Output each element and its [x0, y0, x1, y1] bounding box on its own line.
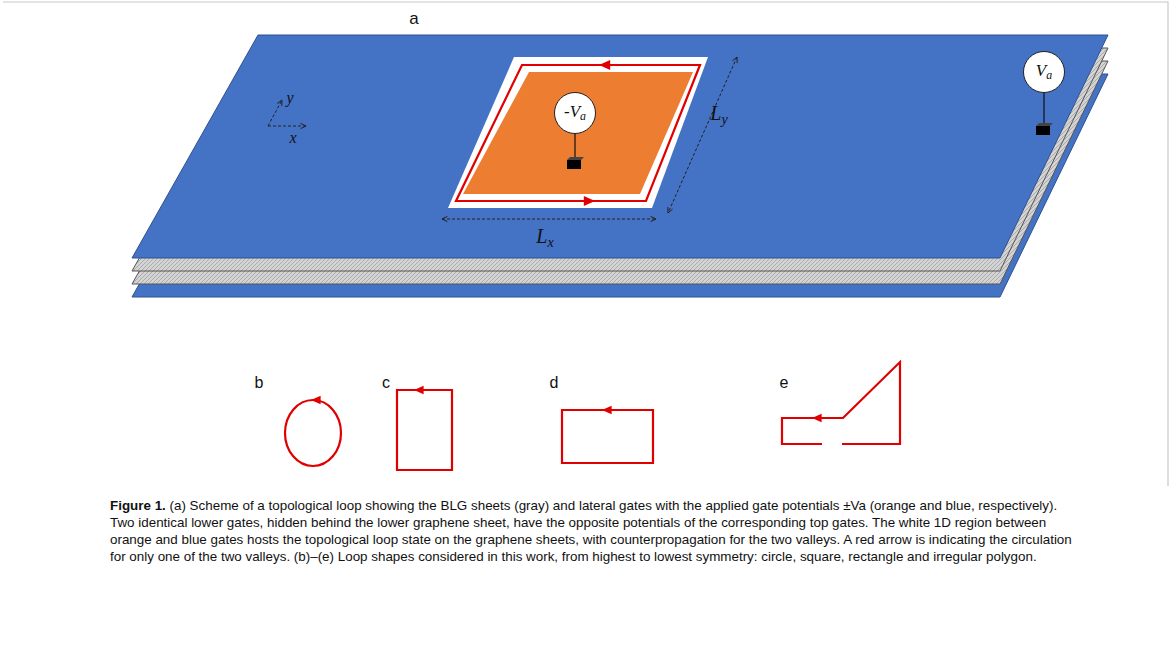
circulation-arrow — [599, 60, 610, 70]
circulation-arrow — [311, 396, 321, 404]
axis-arrow — [301, 123, 306, 128]
dimension-line — [442, 219, 656, 220]
circulation-arrow — [812, 414, 822, 422]
circulation-arrow — [584, 196, 595, 206]
voltage-source: -Va — [554, 92, 596, 134]
square-loop — [397, 390, 452, 470]
panel-letter: a — [409, 10, 418, 27]
circle-loop — [285, 400, 341, 466]
voltage-label: -Va — [564, 102, 586, 124]
dimension-label: Ly — [710, 103, 727, 127]
loop-region — [448, 57, 708, 208]
dimension-arrow — [442, 216, 447, 221]
gate-contact — [1036, 123, 1053, 126]
circulation-arrow — [602, 406, 612, 414]
gate-contact — [567, 157, 584, 160]
panel-letter: e — [780, 375, 789, 391]
voltage-label: Va — [1036, 61, 1052, 83]
dimension-line — [668, 57, 737, 213]
axis-arrow — [277, 100, 282, 106]
figure-caption: Figure 1. (a) Scheme of a topological lo… — [110, 497, 1078, 566]
upper-gate-plane — [132, 35, 1108, 258]
panel-letter: c — [382, 375, 390, 391]
inner-gate — [463, 72, 693, 194]
gate-contact — [1036, 126, 1050, 135]
rectangle-loop — [562, 410, 653, 463]
dimension-label: Lx — [536, 226, 553, 250]
topological-loop — [456, 65, 700, 201]
dimension-arrow — [732, 57, 737, 63]
polygon-loop — [782, 362, 900, 444]
panel-letter: b — [255, 375, 264, 391]
circulation-arrow — [414, 386, 424, 394]
axis-line — [268, 126, 306, 127]
dimension-arrow — [651, 216, 656, 221]
caption-text: Figure 1. (a) Scheme of a topological lo… — [110, 497, 1078, 566]
axis-label: y — [286, 90, 293, 106]
axis-line — [268, 100, 282, 126]
axis-label: x — [289, 130, 296, 146]
frame-line — [3, 2, 1168, 486]
gate-contact — [567, 160, 581, 169]
panel-letter: d — [550, 375, 559, 391]
dimension-arrow — [668, 207, 673, 213]
voltage-source: Va — [1023, 51, 1065, 93]
